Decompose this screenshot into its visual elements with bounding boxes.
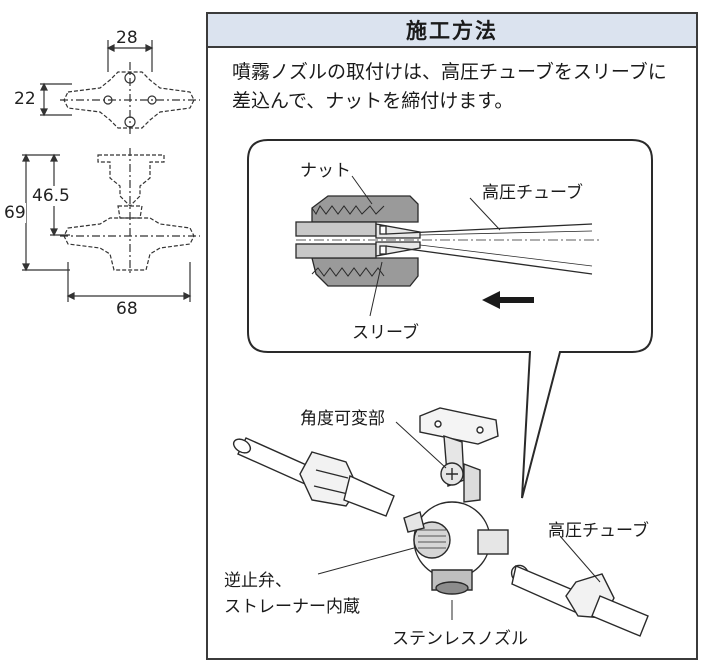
sleeve-label: スリーブ [352,323,419,343]
nut-label: ナット [300,161,351,181]
nozzle-assembly [232,407,649,637]
panel-title: 施工方法 [206,12,698,48]
dim-top-height: 22 [14,89,36,109]
dim-top-width: 28 [116,28,138,48]
instruction-line-2: 差込んで、ナットを締付けます。 [232,90,514,112]
check-valve-label-2: ストレーナー内蔵 [224,597,360,617]
dim-side-upper: 46.5 [32,186,70,206]
instruction-text: 噴霧ノズルの取付けは、高圧チューブをスリーブに 差込んで、ナットを締付けます。 [232,58,682,116]
fitting-cross-section [295,195,600,287]
detail-tube-label: 高圧チューブ [482,183,583,203]
dim-side-total: 69 [4,203,26,223]
check-valve-label-1: 逆止弁、 [224,571,292,591]
assembly-tube-label: 高圧チューブ [548,521,649,541]
instruction-line-1: 噴霧ノズルの取付けは、高圧チューブをスリーブに [232,61,667,83]
nozzle-label: ステンレスノズル [392,629,528,649]
insert-arrow [482,291,534,309]
dim-side-width: 68 [116,299,138,319]
angle-adjust-label: 角度可変部 [300,409,385,429]
